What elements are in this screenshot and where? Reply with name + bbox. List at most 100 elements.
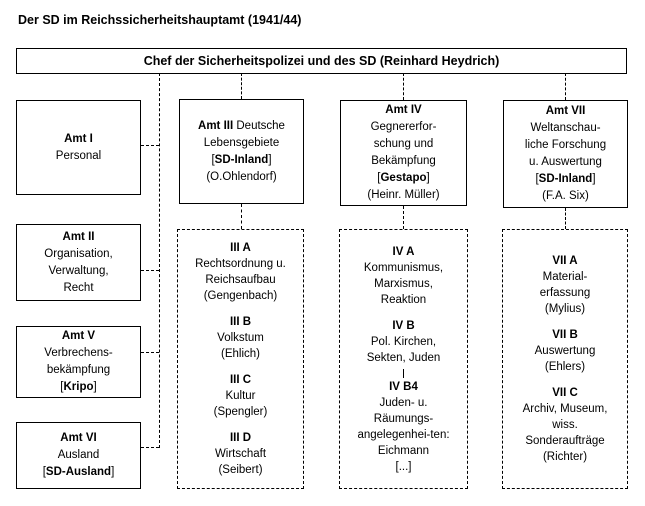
amt-iii-title-rest: Deutsche <box>233 119 285 132</box>
text-line: Ausland <box>57 449 100 461</box>
text-line: [SD-Inland] <box>535 171 595 188</box>
amt-iv-title: Amt IV <box>385 104 422 116</box>
bracket-close: ] <box>111 466 115 478</box>
text-line: [SD-Inland] <box>211 152 271 169</box>
box-amt-iv: Amt IV Gegnererfor- schung und Bekämpfun… <box>340 100 467 206</box>
text-line: (Richter) <box>542 451 588 463</box>
text-line: Kommunismus, <box>363 261 444 274</box>
referat-vii-b: VII B Auswertung (Ehlers) <box>535 327 596 375</box>
connector-ivb-to-ivb4 <box>403 368 404 378</box>
page-title: Der SD im Reichssicherheitshauptamt (194… <box>18 13 302 27</box>
connector-to-amt6 <box>141 447 159 448</box>
bracket-open: [ <box>60 381 64 393</box>
text-line: Sonderaufträge <box>525 435 605 447</box>
text-line: (Seibert) <box>218 464 263 476</box>
box-chef-sipo-sd: Chef der Sicherheitspolizei und des SD (… <box>16 48 627 74</box>
box-amt-iv-referate: IV A Kommunismus, Marxismus, Reaktion IV… <box>339 229 468 489</box>
text-line: [Gestapo] <box>377 170 429 187</box>
text-line: angelegenhei-ten: <box>357 428 450 441</box>
connector-vertical-left-column <box>159 73 160 448</box>
text-line: Wirtschaft <box>214 448 267 460</box>
referat-title: VII B <box>552 329 578 341</box>
connector-header-to-amt3 <box>241 73 242 99</box>
box-amt-v: Amt V Verbrechens- bekämpfung [Kripo] <box>16 326 141 398</box>
text-line: u. Auswertung <box>529 156 602 168</box>
sd-ausland-tag: SD-Ausland <box>45 466 112 478</box>
bracket-close: ] <box>592 173 596 185</box>
text-line: Organisation, <box>44 247 113 260</box>
amt-vii-title: Amt VII <box>545 105 586 117</box>
box-amt-iii-referate: III A Rechtsordnung u. Reichsaufbau (Gen… <box>177 229 304 489</box>
referat-title: IV B <box>392 319 415 332</box>
text-line: Archiv, Museum, <box>522 403 608 415</box>
referat-title: III B <box>229 316 252 328</box>
text-line: Personal <box>55 149 102 162</box>
referat-iii-b: III B Volkstum (Ehlich) <box>217 314 264 362</box>
referat-iv-a: IV A Kommunismus, Marxismus, Reaktion <box>364 244 443 308</box>
text-line: (Ehlers) <box>544 361 586 373</box>
text-line: schung und <box>373 138 434 150</box>
connector-amt3-to-sub <box>241 204 242 229</box>
text-line: Recht <box>63 281 94 294</box>
text-line: Reaktion <box>380 293 427 306</box>
text-line: Lebensgebiete <box>203 136 280 149</box>
amt-iii-title: Amt III <box>198 119 234 132</box>
text-line: [SD-Ausland] <box>43 464 115 481</box>
amt-vi-title: Amt VI <box>60 432 97 444</box>
text-line: Volkstum <box>217 332 264 344</box>
referat-title: III A <box>230 242 251 254</box>
referat-title: VII C <box>552 387 578 399</box>
box-amt-vii: Amt VII Weltanschau- liche Forschung u. … <box>503 100 628 208</box>
text-line: bekämpfung <box>46 364 111 376</box>
connector-to-amt1 <box>141 145 159 146</box>
amt-i-title: Amt I <box>64 132 93 145</box>
ellipsis-line: [...] <box>395 460 412 473</box>
amt-v-title: Amt V <box>61 330 96 342</box>
referat-iv-b: IV B Pol. Kirchen, Sekten, Juden <box>367 318 441 366</box>
amt-ii-title: Amt II <box>62 230 95 243</box>
box-amt-vii-referate: VII A Material- erfassung (Mylius) VII B… <box>502 229 628 489</box>
bracket-close: ] <box>93 381 97 393</box>
sd-inland-tag: SD-Inland <box>538 173 593 185</box>
connector-header-to-amt4 <box>403 73 404 100</box>
text-line: Kultur <box>225 390 256 402</box>
text-line: Pol. Kirchen, <box>370 335 437 348</box>
bracket-open: [ <box>211 153 215 166</box>
referat-vii-a: VII A Material- erfassung (Mylius) <box>540 253 591 317</box>
text-line: Verbrechens- <box>44 347 113 359</box>
referat-iii-c: III C Kultur (Spengler) <box>214 372 268 420</box>
text-line: Material- <box>542 271 588 283</box>
bracket-open: [ <box>42 466 46 478</box>
referat-title: III C <box>229 374 252 386</box>
box-amt-vi: Amt VI Ausland [SD-Ausland] <box>16 422 141 489</box>
text-line: (Mylius) <box>544 303 586 315</box>
text-line: (Ehlich) <box>221 348 260 360</box>
connector-to-amt2 <box>141 270 159 271</box>
text-line: Auswertung <box>534 345 596 357</box>
text-line: (Gengenbach) <box>203 290 278 302</box>
text-line: Amt III Deutsche <box>198 118 285 135</box>
text-line: (O.Ohlendorf) <box>206 170 277 183</box>
referat-title: III D <box>229 432 252 444</box>
gestapo-tag: Gestapo <box>380 172 427 184</box>
text-line: liche Forschung <box>524 139 607 151</box>
text-line: Marxismus, <box>374 277 433 290</box>
connector-header-to-amt7 <box>565 73 566 100</box>
text-line: Räumungs- <box>373 412 434 425</box>
referat-iii-d: III D Wirtschaft (Seibert) <box>215 430 266 478</box>
text-line: Rechtsordnung u. <box>195 258 286 270</box>
text-line: [Kripo] <box>60 379 96 396</box>
text-line: erfassung <box>539 287 591 299</box>
text-line: Juden- u. <box>379 396 428 409</box>
referat-vii-c: VII C Archiv, Museum, wiss. Sonderaufträ… <box>523 385 608 465</box>
connector-amt7-to-sub <box>565 208 566 229</box>
bracket-open: [ <box>377 172 381 184</box>
referat-title: IV B4 <box>389 380 418 393</box>
text-line: Weltanschau- <box>530 122 601 134</box>
text-line: (Heinr. Müller) <box>367 189 440 201</box>
text-line: Eichmann <box>377 444 430 457</box>
referat-iii-a: III A Rechtsordnung u. Reichsaufbau (Gen… <box>195 240 286 304</box>
kripo-tag: Kripo <box>63 381 94 393</box>
text-line: Verwaltung, <box>48 264 109 277</box>
